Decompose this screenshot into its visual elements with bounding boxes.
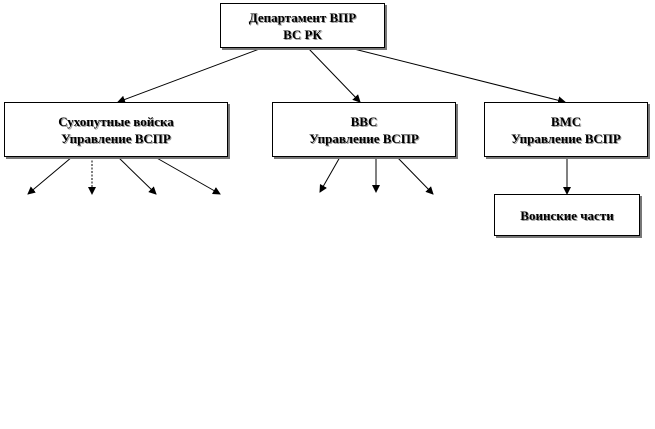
node-air-force-subtitle: Управление ВСПР: [309, 130, 419, 146]
node-military-units: Воинские части: [494, 194, 640, 236]
node-ground-forces-subtitle: Управление ВСПР: [61, 130, 171, 146]
arrow-root-to-ground: [117, 47, 263, 104]
node-military-units-title: Воинские части: [520, 207, 614, 223]
node-ground-forces-title: Сухопутные войска: [58, 113, 174, 129]
node-navy: ВМС Управление ВСПР: [484, 102, 648, 157]
arrow-ground-sub-3: [117, 156, 157, 195]
arrow-ground-sub-4: [154, 156, 221, 195]
arrow-root-to-navy: [349, 47, 566, 105]
node-department: Департамент ВПР ВС РК: [220, 3, 385, 48]
node-department-title: Департамент ВПР: [248, 9, 357, 25]
arrow-air-sub-1: [319, 156, 341, 193]
arrow-root-to-air: [307, 47, 361, 103]
node-ground-forces: Сухопутные войска Управление ВСПР: [4, 102, 228, 157]
node-department-subtitle: ВС РК: [283, 26, 322, 42]
arrow-air-sub-3: [396, 156, 434, 195]
node-navy-subtitle: Управление ВСПР: [511, 130, 621, 146]
node-air-force-title: ВВС: [350, 113, 378, 129]
arrow-ground-sub-1: [27, 156, 73, 195]
node-navy-title: ВМС: [550, 113, 582, 129]
node-air-force: ВВС Управление ВСПР: [272, 102, 456, 157]
